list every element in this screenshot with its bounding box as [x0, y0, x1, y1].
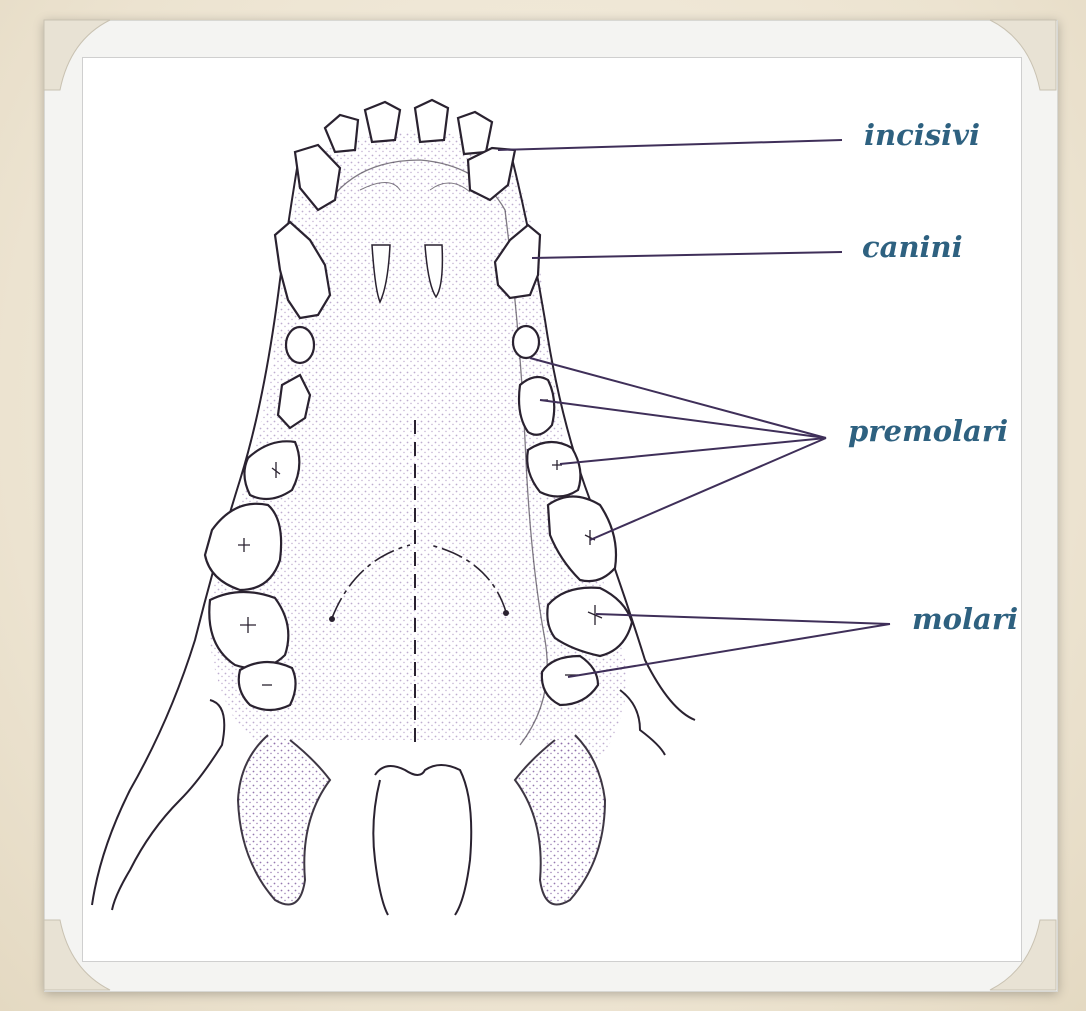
premolar-left-1: [286, 327, 314, 363]
incisor-3: [415, 100, 448, 142]
incisor-2: [365, 102, 400, 142]
leader-premolari-2: [540, 400, 826, 438]
label-incisivi: incisivi: [864, 118, 980, 152]
label-molari: molari: [912, 602, 1018, 636]
premolar-right-2: [519, 377, 554, 435]
leader-premolari-4: [590, 438, 826, 540]
leader-canini: [532, 252, 842, 258]
premolar-right-1: [513, 326, 539, 358]
leader-molari-1: [596, 614, 890, 624]
premolar-left-3: [244, 441, 299, 499]
leader-premolari-3: [560, 438, 826, 464]
pterygoid-right: [515, 735, 605, 905]
incisor-1: [325, 115, 358, 152]
leader-incisivi: [498, 140, 842, 150]
incisor-4: [458, 112, 492, 154]
label-premolari: premolari: [848, 414, 1008, 448]
zygomatic-right: [620, 690, 665, 755]
leader-premolari-1: [530, 358, 826, 438]
pterygoid-left: [238, 735, 330, 905]
label-canini: canini: [862, 230, 963, 264]
molar-left-3: [239, 662, 296, 710]
molar-left-1: [205, 504, 281, 590]
choana: [373, 765, 471, 915]
zygomatic-left: [112, 700, 224, 910]
